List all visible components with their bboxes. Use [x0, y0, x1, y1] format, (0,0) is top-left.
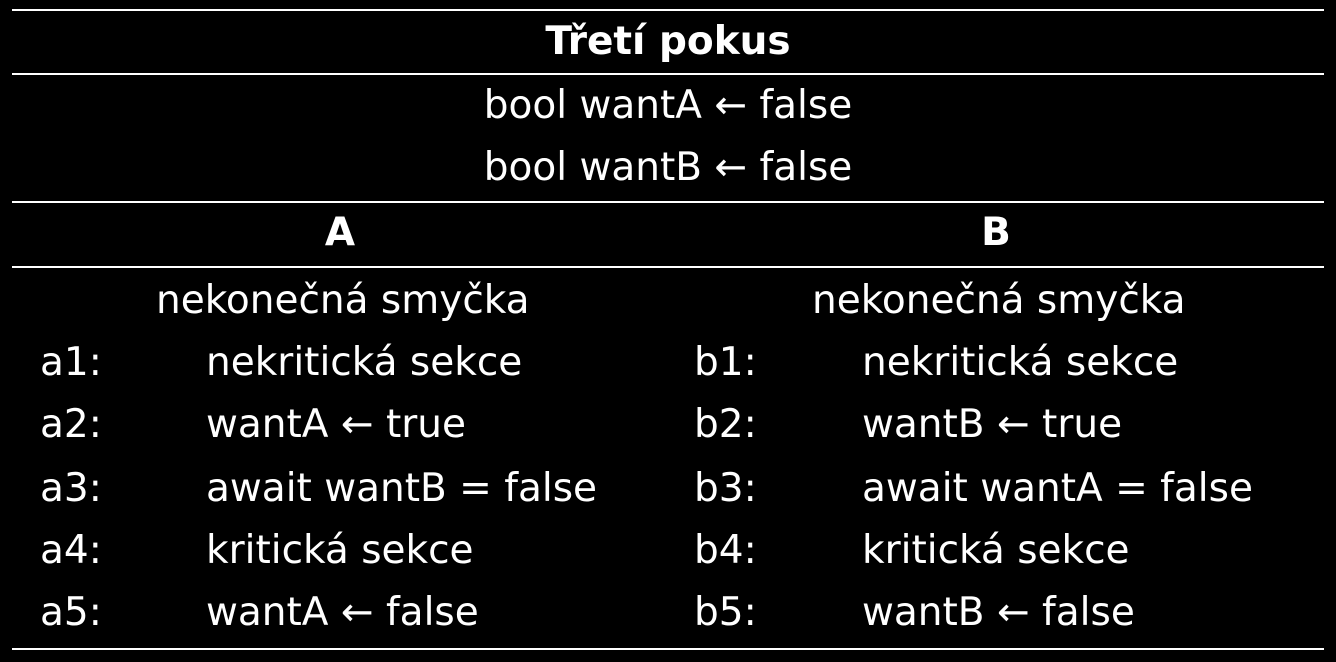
step-label-a3: a3:	[40, 466, 102, 511]
step-code-a4: kritická sekce	[206, 528, 474, 573]
process-b-header: B	[981, 210, 1011, 255]
bottom-rule	[12, 648, 1324, 650]
step-code-b2: wantB ← true	[862, 402, 1123, 447]
shared-var-wantA: bool wantA ← false	[483, 83, 853, 128]
step-code-a1: nekritická sekce	[206, 340, 523, 385]
vars-rule	[12, 201, 1324, 203]
process-a-loop-label: nekonečná smyčka	[156, 278, 530, 323]
step-label-b2: b2:	[694, 402, 757, 447]
step-label-b4: b4:	[694, 528, 757, 573]
table-title: Třetí pokus	[545, 19, 791, 64]
shared-var-wantB: bool wantB ← false	[483, 145, 853, 190]
step-label-b5: b5:	[694, 590, 757, 635]
step-code-b1: nekritická sekce	[862, 340, 1179, 385]
step-label-b1: b1:	[694, 340, 757, 385]
step-label-a2: a2:	[40, 402, 102, 447]
process-a-header: A	[324, 210, 356, 255]
step-code-b4: kritická sekce	[862, 528, 1130, 573]
step-label-a5: a5:	[40, 590, 102, 635]
step-code-a2: wantA ← true	[206, 402, 466, 447]
process-b-loop-label: nekonečná smyčka	[812, 278, 1186, 323]
step-label-a4: a4:	[40, 528, 102, 573]
step-label-b3: b3:	[694, 466, 757, 511]
title-rule	[12, 73, 1324, 75]
step-code-b3: await wantA = false	[862, 466, 1253, 511]
top-rule	[12, 9, 1324, 11]
step-code-a5: wantA ← false	[206, 590, 479, 635]
step-code-b5: wantB ← false	[862, 590, 1135, 635]
step-code-a3: await wantB = false	[206, 466, 598, 511]
header-rule	[12, 266, 1324, 268]
step-label-a1: a1:	[40, 340, 102, 385]
